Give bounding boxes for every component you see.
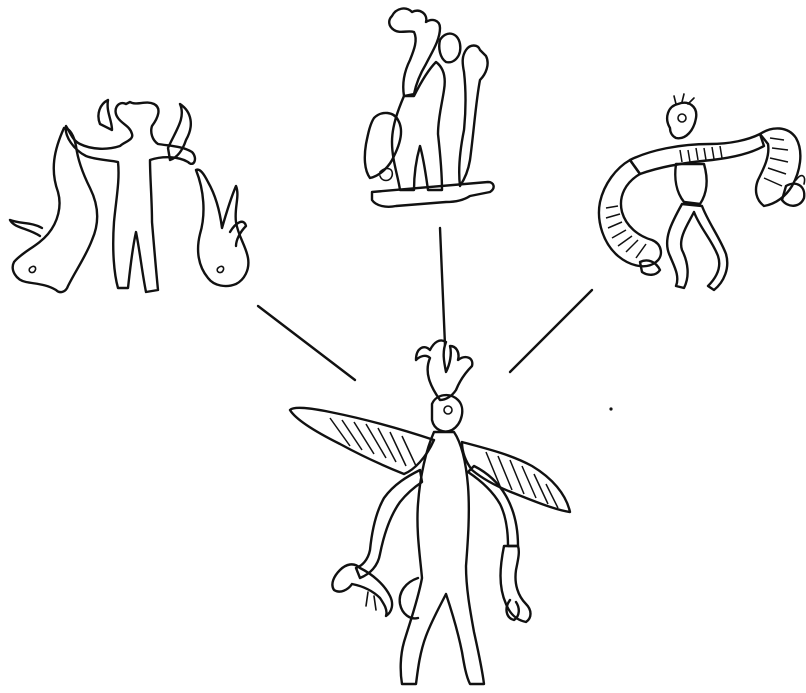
connector-right xyxy=(510,290,592,372)
left-horn-left xyxy=(98,100,112,130)
top-raised-arm xyxy=(389,9,440,96)
right-bird-head xyxy=(667,103,696,138)
center-right-arm xyxy=(468,466,518,546)
left-animal-tail xyxy=(10,220,42,236)
figure-with-raised-arm-top xyxy=(365,9,494,207)
right-figure-torso xyxy=(675,164,706,204)
center-eye xyxy=(444,406,452,414)
center-right-animal xyxy=(501,546,531,622)
top-right-standard xyxy=(459,46,487,187)
right-bird-eye xyxy=(678,114,686,122)
bird-headed-figure-with-animals-right xyxy=(599,94,805,290)
center-antlers xyxy=(416,340,472,400)
center-small-mark xyxy=(609,407,612,410)
figure-between-two-animals-left xyxy=(10,100,248,292)
top-figure-head xyxy=(439,34,460,63)
left-animal-hanging xyxy=(13,128,97,292)
left-horn-right xyxy=(168,104,191,160)
center-left-wing-hatching xyxy=(330,418,416,466)
center-left-wing xyxy=(290,408,434,474)
left-animal-eye xyxy=(29,266,35,272)
connector-lines xyxy=(258,228,592,380)
left-right-animal-eye xyxy=(217,266,223,272)
center-right-wing xyxy=(462,442,570,512)
left-right-animal xyxy=(196,170,248,286)
connector-left xyxy=(258,306,355,380)
right-left-animal xyxy=(599,160,661,266)
center-left-arm xyxy=(356,470,422,578)
top-left-object-detail xyxy=(380,169,392,181)
right-figure-legs xyxy=(667,204,727,290)
top-base xyxy=(372,182,494,207)
connector-top xyxy=(440,228,445,345)
center-left-animal xyxy=(332,564,392,616)
winged-antlered-figure-center xyxy=(290,340,613,684)
center-tail xyxy=(400,578,418,618)
